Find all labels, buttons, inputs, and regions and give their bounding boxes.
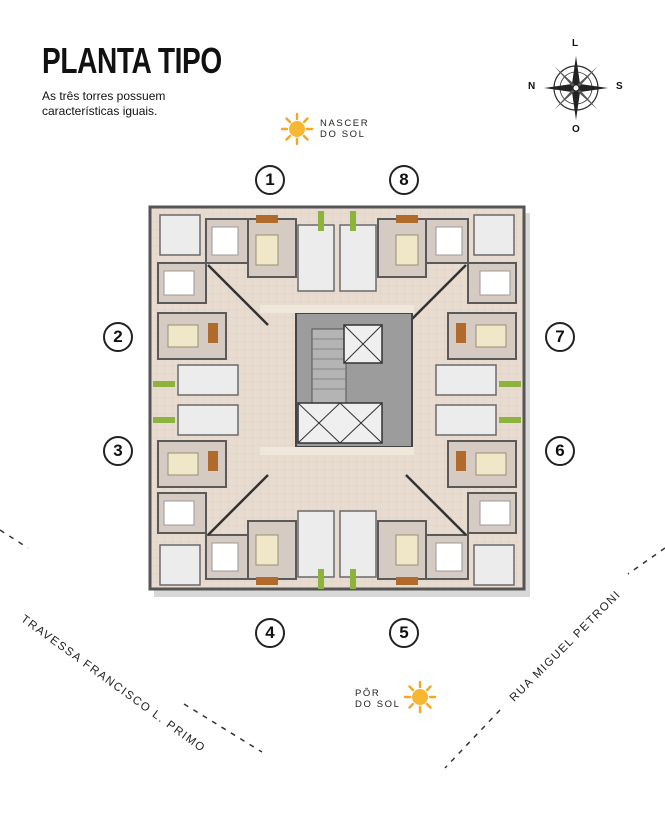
- unit-number-8: 8: [389, 165, 419, 195]
- sunset-sun-icon: [403, 680, 437, 714]
- sunset-label: PÔR DO SOL: [355, 688, 401, 710]
- compass-letter-left: N: [528, 81, 536, 92]
- sunset-label-line1: PÔR: [355, 688, 381, 699]
- compass-letter-right: S: [616, 81, 623, 92]
- unit-number-2: 2: [103, 322, 133, 352]
- compass-letter-top: L: [572, 38, 579, 49]
- unit-number-6: 6: [545, 436, 575, 466]
- page-title: PLANTA TIPO: [42, 40, 222, 81]
- sunset-label-line2: DO SOL: [355, 699, 401, 710]
- sunrise-label-line1: NASCER: [320, 118, 370, 129]
- unit-number-7: 7: [545, 322, 575, 352]
- unit-number-4: 4: [255, 618, 285, 648]
- sunrise-label-line2: DO SOL: [320, 129, 366, 140]
- compass-letter-bottom: O: [572, 124, 580, 135]
- floor-plan: [148, 205, 530, 597]
- unit-number-3: 3: [103, 436, 133, 466]
- unit-number-1: 1: [255, 165, 285, 195]
- sunrise-label: NASCER DO SOL: [320, 118, 369, 140]
- sunrise-sun-icon: [280, 112, 314, 146]
- compass-rose-icon: [540, 52, 612, 124]
- page-subtitle: As três torres possuem características i…: [42, 89, 166, 118]
- unit-number-5: 5: [389, 618, 419, 648]
